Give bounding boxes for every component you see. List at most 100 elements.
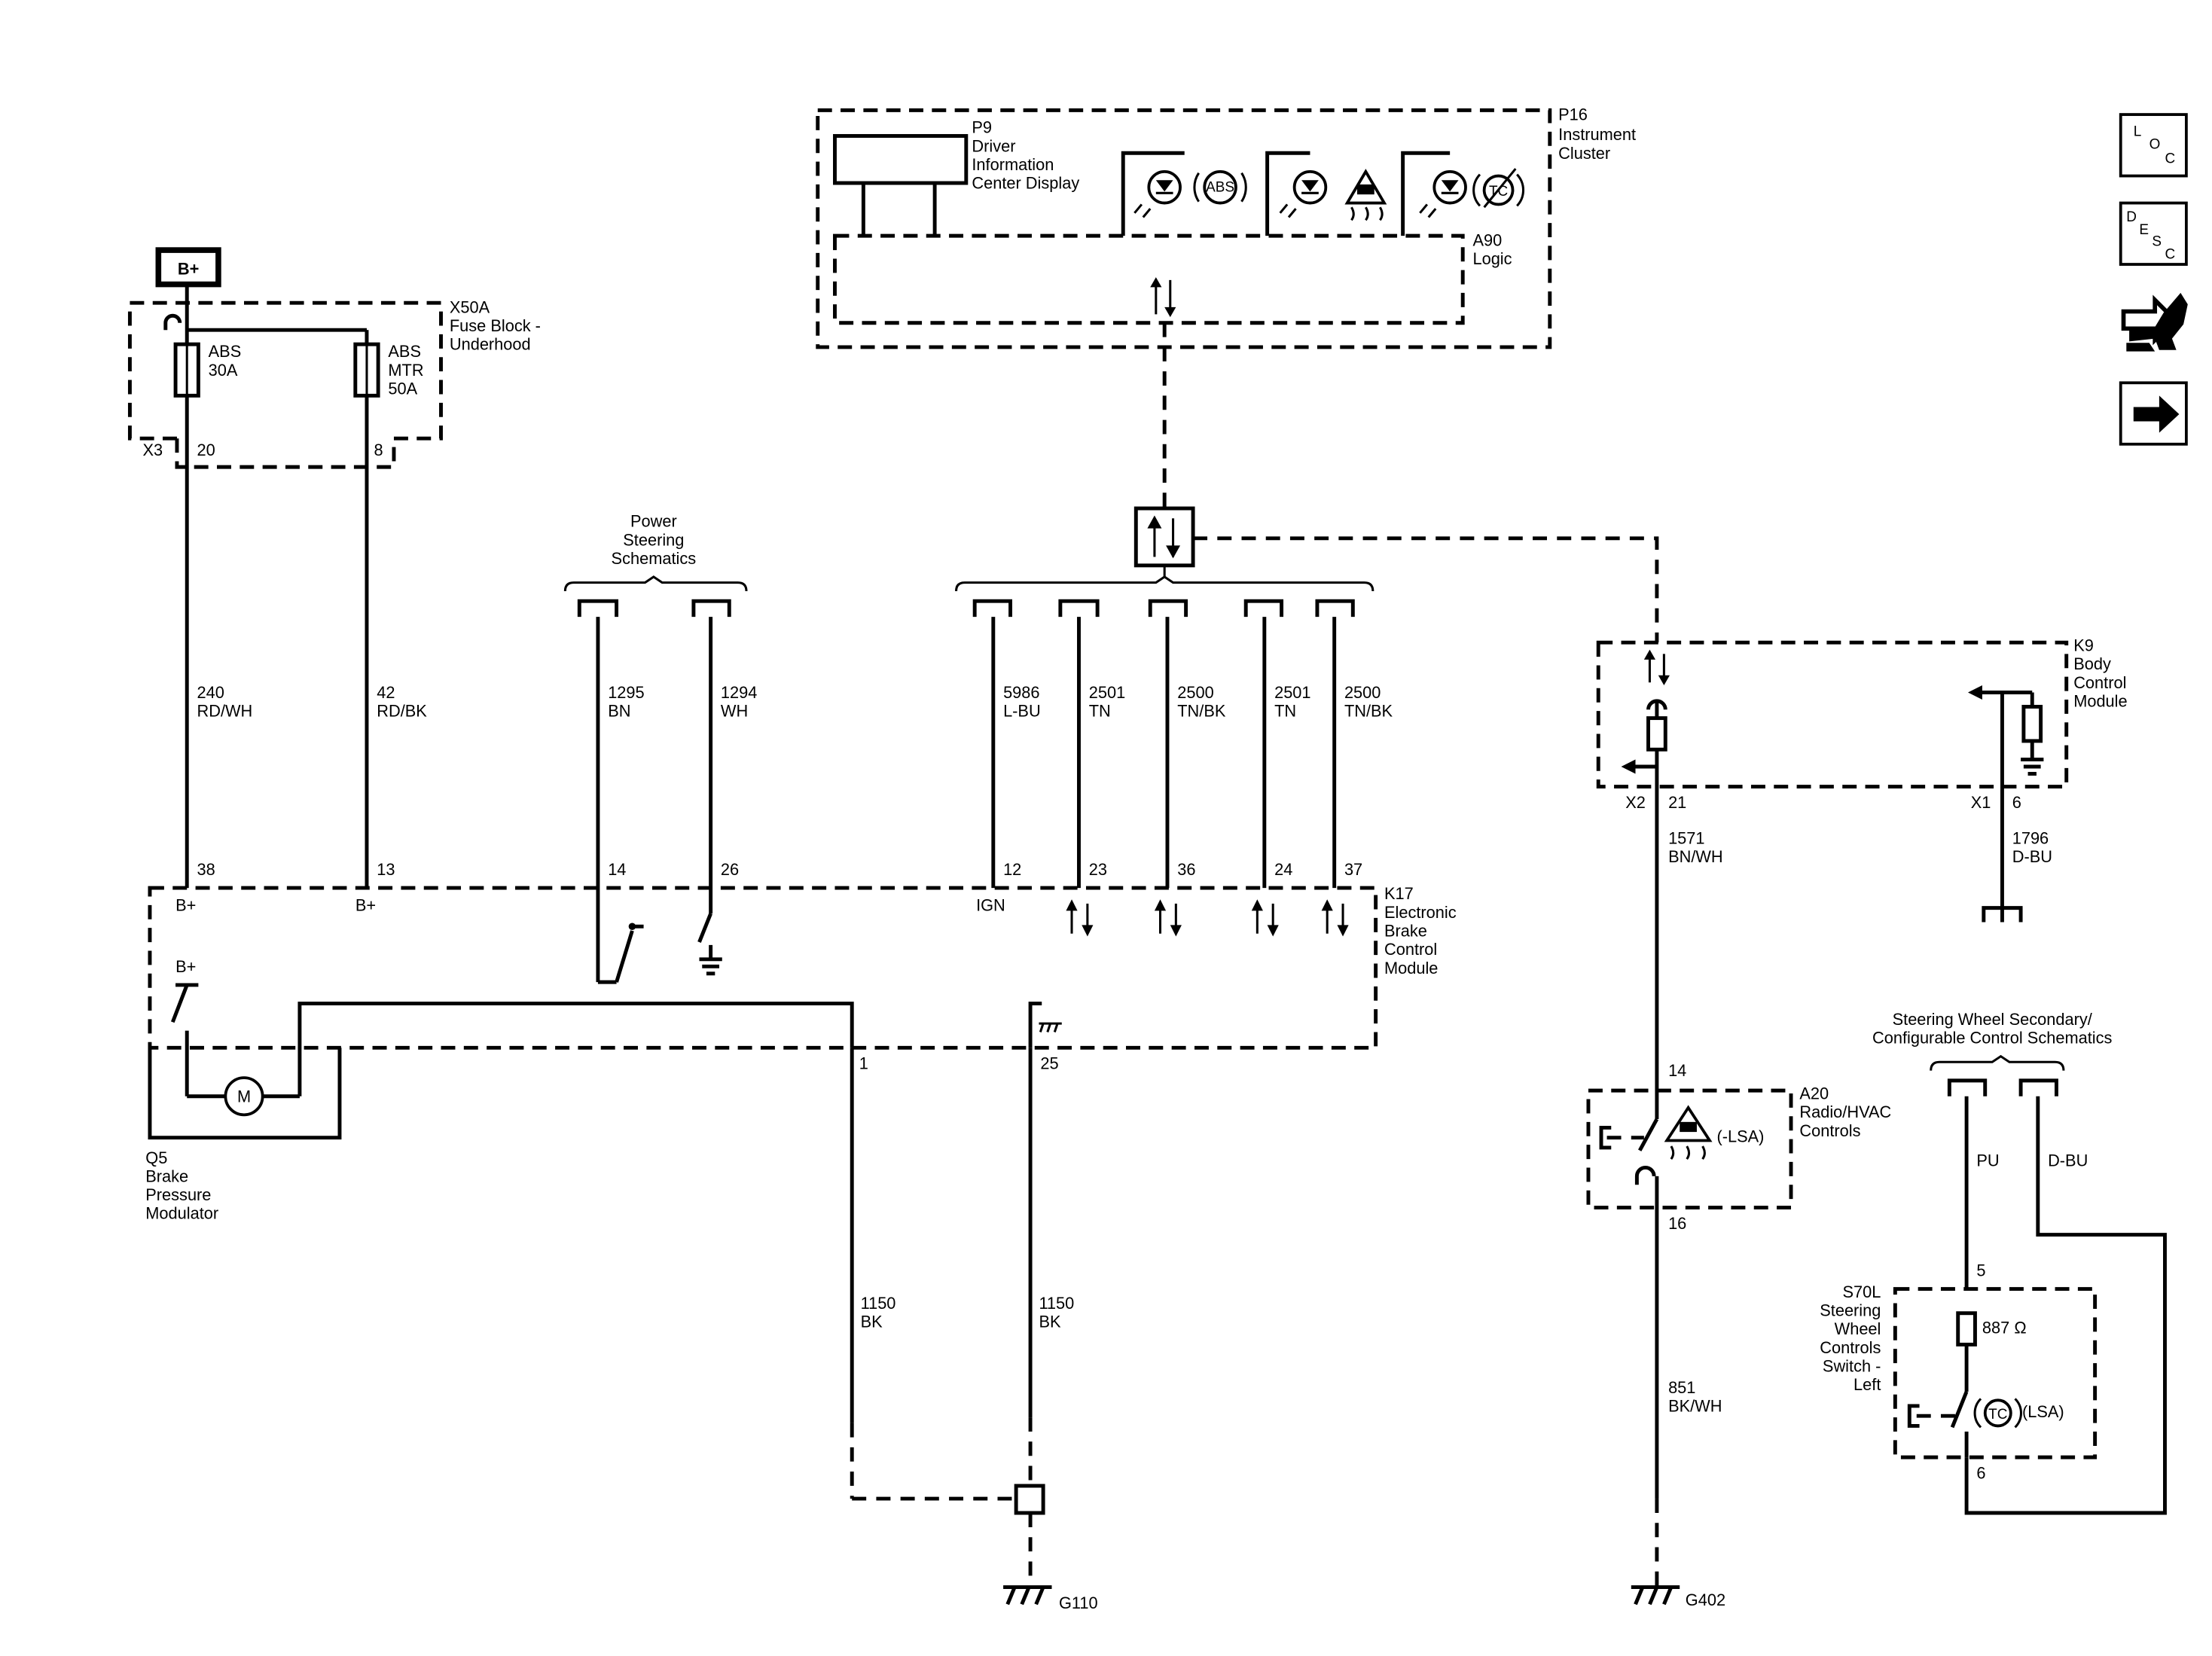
serial-arrows-pin-36 (1154, 899, 1182, 937)
svg-text:50A: 50A (388, 379, 417, 398)
a20-radio-hvac-controls: A20 Radio/HVAC Controls 14 16 (-LSA) (1586, 1061, 1891, 1233)
desc-icon[interactable]: D E S C (2119, 201, 2188, 266)
svg-text:Steering Wheel Secondary/: Steering Wheel Secondary/ (1893, 1010, 2093, 1029)
k9-serial-arrows-icon (1643, 649, 1670, 686)
serial-arrows-pin-23 (1066, 899, 1094, 937)
serial-arrows-pin-24 (1251, 899, 1279, 937)
b-plus-internal-label: B+ (175, 957, 196, 976)
k17-pin-13: 13 (377, 860, 395, 879)
battery-positive-source: B+ (155, 247, 221, 303)
loc-icon[interactable]: L O C (2119, 113, 2188, 178)
wire-2501a-color: TN (1089, 702, 1111, 721)
s70l-name-1: Steering (1820, 1301, 1881, 1320)
svg-text:Configurable Control Schematic: Configurable Control Schematics (1872, 1029, 2113, 1048)
g110-label: G110 (1059, 1593, 1098, 1612)
k9-id: K9 (2073, 636, 2094, 655)
wire-2500b-circuit: 2500 (1344, 683, 1381, 702)
wire-1150a-circuit: 1150 (861, 1294, 896, 1313)
wire-1571-color: BN/WH (1668, 847, 1723, 866)
next-page-arrow-icon[interactable] (2119, 381, 2188, 446)
b-plus-input-label-1: B+ (175, 895, 196, 914)
abs-indicator-lamp: ABS (1121, 151, 1247, 236)
stability-indicator-lamp (1265, 151, 1387, 236)
wire-2500a-circuit: 2500 (1177, 683, 1213, 702)
p9-id: P9 (972, 118, 992, 137)
x3-pin-8: 8 (374, 441, 383, 459)
wire-1294-color: WH (721, 702, 748, 721)
steering-wheel-schematics-reference: Steering Wheel Secondary/ Configurable C… (1872, 1010, 2113, 1096)
svg-text:E: E (2139, 222, 2149, 238)
k17-pin-37: 37 (1344, 860, 1362, 879)
p16-id: P16 (1558, 105, 1588, 124)
svg-text:L: L (2134, 124, 2142, 140)
a20-id: A20 (1799, 1084, 1829, 1103)
svg-text:Steering: Steering (623, 530, 684, 549)
wire-2501b-circuit: 2501 (1274, 683, 1310, 702)
p9-name-1: Driver (972, 136, 1015, 155)
resistor-887-ohm-label: 887 Ω (1982, 1318, 2027, 1337)
p9-name-3: Center Display (972, 174, 1079, 193)
fuse-abs-30a: ABS 30A (173, 342, 242, 398)
svg-text:TC: TC (1489, 184, 1508, 200)
k9-body-control-module: K9 Body Control Module (1596, 636, 2128, 789)
svg-text:TC: TC (1988, 1407, 2007, 1423)
serial-data-bus-group (955, 575, 1374, 618)
p9-driver-information-center-display: P9 Driver Information Center Display (833, 118, 1079, 236)
k17-name-3: Control (1384, 940, 1437, 959)
tc-off-icon: TC (1472, 168, 1524, 209)
a20-name-2: Controls (1799, 1121, 1860, 1140)
svg-text:ABS: ABS (209, 342, 242, 361)
s70l-name-4: Switch - (1823, 1356, 1881, 1375)
wire-1150b-color: BK (1039, 1313, 1061, 1331)
wire-1150b-circuit: 1150 (1039, 1294, 1074, 1313)
serial-arrows-pin-37 (1321, 899, 1349, 937)
lsa-negative-label: (-LSA) (1716, 1127, 1764, 1145)
wire-2500b-color: TN/BK (1344, 702, 1393, 721)
svg-text:C: C (2165, 151, 2175, 167)
q5-name-3: Modulator (145, 1204, 218, 1223)
wire-42-circuit: 42 (377, 683, 395, 702)
wire-851-circuit: 851 (1668, 1378, 1695, 1397)
k17-name-1: Electronic (1384, 903, 1457, 922)
wire-1571-circuit: 1571 (1668, 828, 1704, 847)
wire-851-color: BK/WH (1668, 1396, 1722, 1415)
serial-data-splice (1133, 506, 1195, 568)
abs-icon: ABS (1193, 169, 1247, 205)
wire-240-color: RD/WH (197, 702, 252, 721)
wire-1150a-color: BK (861, 1313, 883, 1331)
p16-instrument-cluster: P16 Instrument Cluster P9 Driver Informa… (816, 105, 1636, 349)
q5-id: Q5 (145, 1148, 167, 1167)
k17-pin-24: 24 (1274, 860, 1292, 879)
svg-text:30A: 30A (209, 361, 238, 380)
g402-ground-icon: G402 (1631, 1585, 1725, 1609)
traction-off-indicator-lamp: TC (1401, 151, 1524, 236)
q5-name-1: Brake (145, 1167, 188, 1185)
b-plus-input-label-2: B+ (355, 895, 376, 914)
x1-connector-label: X1 (1971, 793, 1991, 812)
k17-pin-23: 23 (1089, 860, 1107, 879)
k9-name-3: Module (2073, 691, 2127, 710)
a90-logic: A90 Logic (833, 230, 1512, 325)
q5-brake-pressure-modulator: M Q5 Brake Pressure Modulator (145, 1048, 342, 1223)
serial-data-arrows-icon (1150, 277, 1176, 318)
k17-name-4: Module (1384, 959, 1438, 977)
s70l-name-2: Wheel (1835, 1319, 1881, 1338)
k17-pin-1: 1 (859, 1054, 868, 1073)
k17-pin-36: 36 (1177, 860, 1195, 879)
traction-control-icon (1344, 169, 1387, 221)
ignition-input-label: IGN (976, 895, 1005, 914)
x50a-id: X50A (450, 297, 490, 316)
x50a-name-1: Fuse Block - (450, 316, 541, 335)
svg-text:ABS: ABS (388, 342, 421, 361)
connector-end-view-icon[interactable] (2121, 292, 2188, 352)
internal-chassis-ground-icon (1028, 1002, 1062, 1048)
tc-switch-icon: TC (1973, 1398, 2022, 1429)
k17-pin-38: 38 (197, 860, 215, 879)
k9-name-2: Control (2073, 673, 2126, 692)
wire-2501a-circuit: 2501 (1089, 683, 1125, 702)
s70l-name-5: Left (1854, 1375, 1881, 1394)
x3-connector-label: X3 (142, 441, 163, 459)
k17-name-2: Brake (1384, 922, 1427, 941)
lsa-label: (LSA) (2022, 1402, 2064, 1421)
svg-text:Power: Power (630, 512, 677, 531)
